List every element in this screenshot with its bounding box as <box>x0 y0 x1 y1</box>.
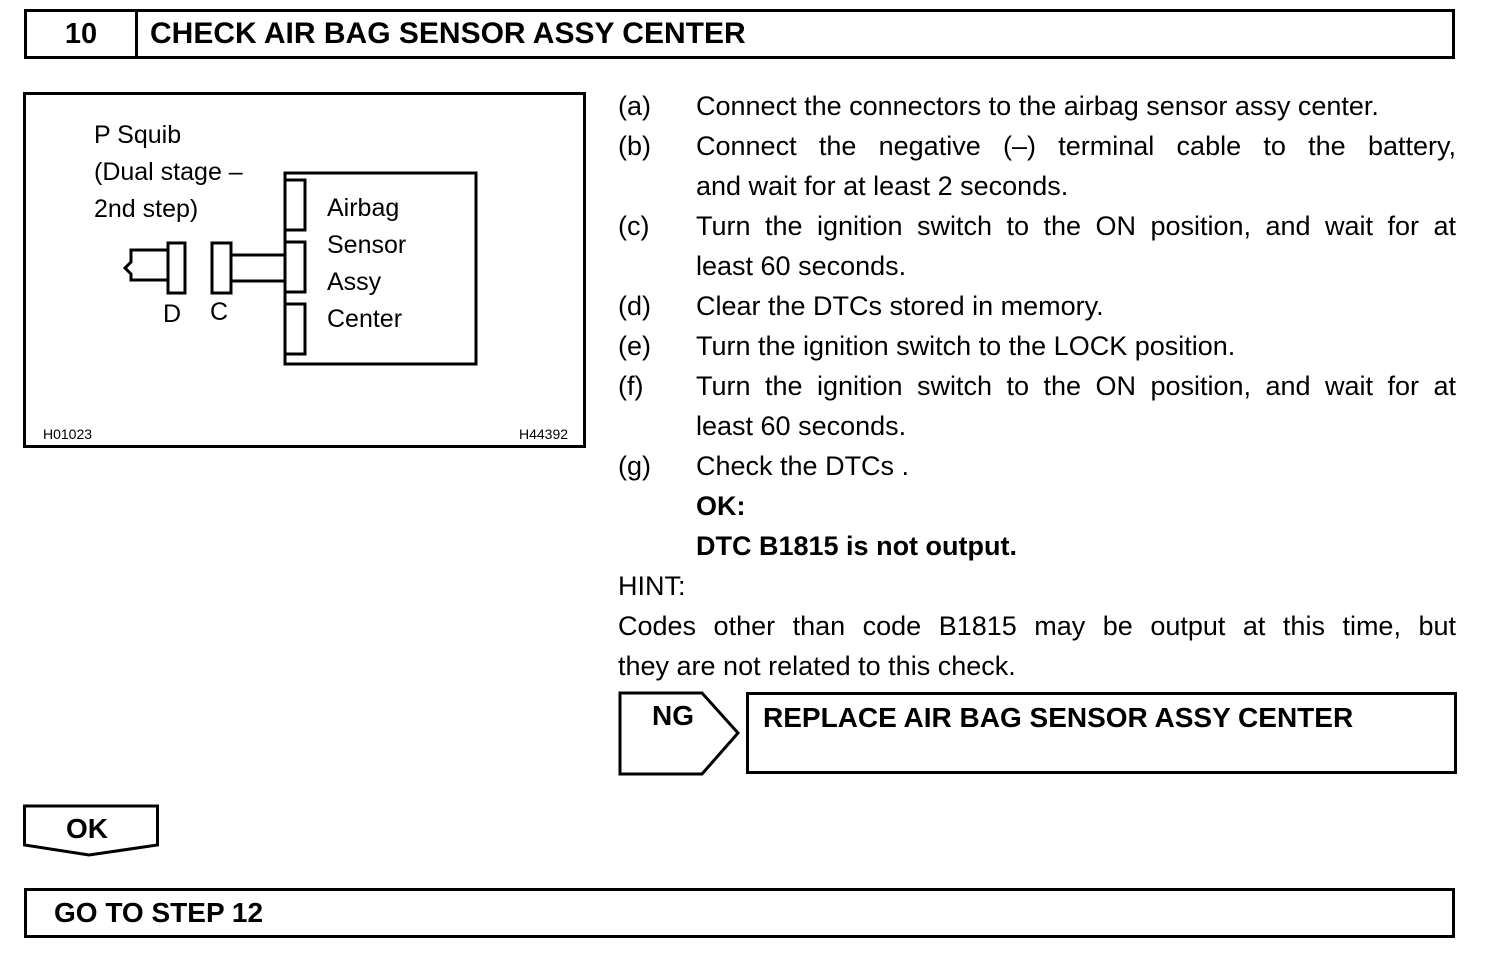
connector-c-icon <box>210 241 233 295</box>
ok-action-box: GO TO STEP 12 <box>24 888 1455 938</box>
step-title: CHECK AIR BAG SENSOR ASSY CENTER <box>150 17 746 50</box>
step-c-line-1: Turn the ignition switch to the ON posit… <box>696 211 1456 241</box>
figure-code-left: H01023 <box>43 426 93 442</box>
step-d-line-1: Clear the DTCs stored in memory. <box>696 291 1104 321</box>
step-f-line-2: least 60 seconds. <box>696 411 907 441</box>
ng-arrow-icon <box>618 691 741 776</box>
step-c-line-2: least 60 seconds. <box>696 251 907 281</box>
step-e-line-1: Turn the ignition switch to the LOCK pos… <box>696 331 1236 361</box>
sensor-label-line-2: Sensor <box>327 231 407 259</box>
figure-code-right: H44392 <box>519 426 569 442</box>
step-a-letter: (a) <box>618 91 651 121</box>
hint-line-1: Codes other than code B1815 may be outpu… <box>618 611 1456 641</box>
connector-c-label: C <box>210 298 229 326</box>
sensor-label-line-1: Airbag <box>327 194 400 222</box>
ok-criteria-text: DTC B1815 is not output. <box>696 531 1018 561</box>
connector-d-icon <box>166 241 187 295</box>
ok-arrow-icon <box>23 804 159 857</box>
step-g-letter: (g) <box>618 451 651 481</box>
ok-label: OK <box>66 813 108 844</box>
sensor-label-line-4: Center <box>327 305 403 333</box>
wiring-diagram: P Squib (Dual stage – 2nd step) D C Airb… <box>23 92 586 448</box>
step-a-line-1: Connect the connectors to the airbag sen… <box>696 91 1379 121</box>
squib-label-line-1: P Squib <box>94 121 182 149</box>
step-d-letter: (d) <box>618 291 651 321</box>
procedure-steps: (a) Connect the connectors to the airbag… <box>618 86 1458 686</box>
step-b-line-2: and wait for at least 2 seconds. <box>696 171 1069 201</box>
squib-plug-icon <box>122 248 168 282</box>
step-g-line-1: Check the DTCs . <box>696 451 910 481</box>
squib-label-line-2: (Dual stage – <box>94 158 243 186</box>
diagram-drawing <box>23 92 586 448</box>
sensor-connector-3-icon <box>283 302 307 356</box>
ng-label: NG <box>652 700 694 731</box>
diagram-frame <box>23 92 586 448</box>
ng-action-box: REPLACE AIR BAG SENSOR ASSY CENTER <box>746 692 1457 774</box>
squib-label-line-3: 2nd step) <box>94 195 199 223</box>
step-b-letter: (b) <box>618 131 651 161</box>
step-b-line-1: Connect the negative (–) terminal cable … <box>696 131 1456 161</box>
step-e-letter: (e) <box>618 331 651 361</box>
sensor-connector-2-icon <box>283 240 307 294</box>
ok-action-text: GO TO STEP 12 <box>54 897 264 928</box>
ok-criteria-label: OK: <box>696 491 746 521</box>
ng-action-text: REPLACE AIR BAG SENSOR ASSY CENTER <box>763 702 1354 733</box>
connector-d-label: D <box>163 300 182 328</box>
step-header: 10 CHECK AIR BAG SENSOR ASSY CENTER <box>24 9 1455 59</box>
step-f-letter: (f) <box>618 371 644 401</box>
step-f-line-1: Turn the ignition switch to the ON posit… <box>696 371 1456 401</box>
hint-label: HINT: <box>618 571 686 601</box>
hint-line-2: they are not related to this check. <box>618 651 1016 681</box>
step-c-letter: (c) <box>618 211 650 241</box>
step-number: 10 <box>27 12 138 56</box>
sensor-label-line-3: Assy <box>327 268 382 296</box>
sensor-connector-1-icon <box>283 178 307 232</box>
